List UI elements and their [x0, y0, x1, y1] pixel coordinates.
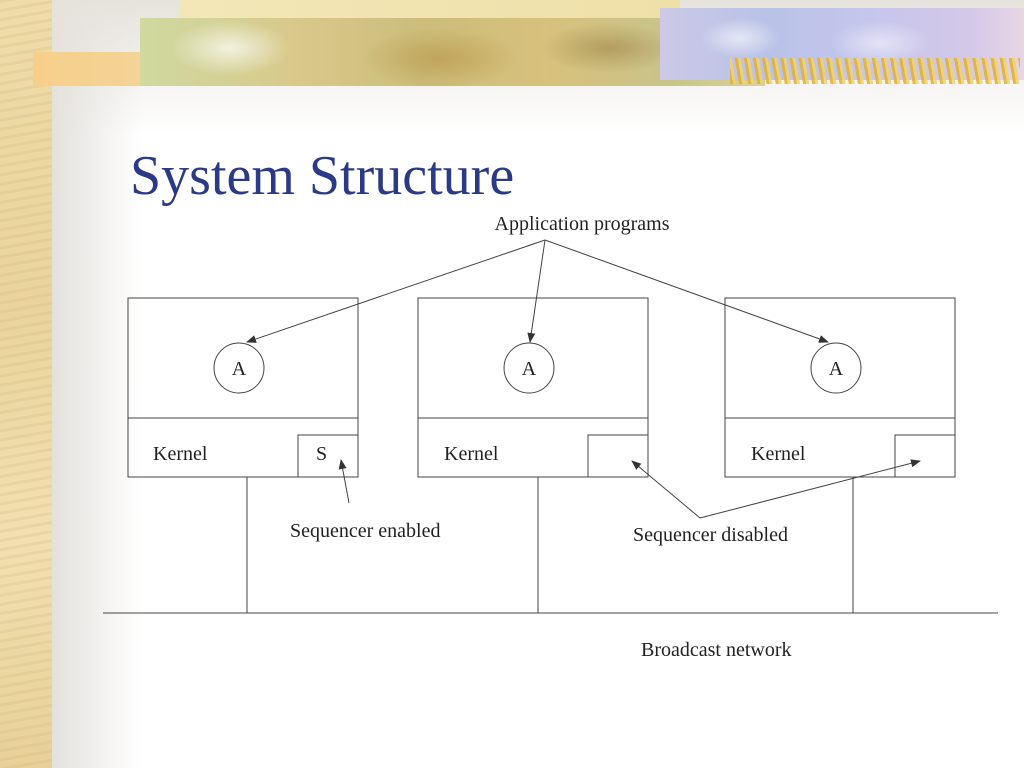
sequencer-disabled-arrow-1 — [631, 460, 701, 519]
sequencer-enabled-label: Sequencer enabled — [290, 520, 440, 542]
machine-1-kernel-label: Kernel — [153, 443, 208, 465]
app-arrow-3 — [544, 239, 829, 343]
left-decorative-strip — [0, 0, 52, 768]
machine-1-sequencer-box — [297, 434, 359, 478]
banner-grain-image — [730, 58, 1020, 84]
machine-3: A Kernel — [724, 297, 956, 478]
machine-3-kernel-label: Kernel — [751, 443, 806, 465]
machine-3-box — [724, 297, 956, 478]
machine-2: A Kernel — [417, 297, 649, 478]
machine-2-box — [417, 297, 649, 478]
sequencer-disabled-label: Sequencer disabled — [633, 524, 788, 546]
machine-2-process-label: A — [522, 358, 537, 380]
machine-3-process-circle — [810, 342, 862, 394]
application-programs-label: Application programs — [495, 213, 670, 235]
machine-1-process-circle — [213, 342, 265, 394]
machine-3-process-label: A — [829, 358, 844, 380]
machine-1: A Kernel S — [127, 297, 359, 478]
machine-3-sequencer-box — [894, 434, 956, 478]
slide-title: System Structure — [130, 145, 515, 207]
machine-1-box — [127, 297, 359, 478]
banner-top-band — [180, 0, 680, 20]
machine-2-kernel-label: Kernel — [444, 443, 499, 465]
sequencer-disabled-arrow-2 — [699, 459, 921, 519]
app-arrow-1 — [246, 239, 546, 343]
broadcast-network-label: Broadcast network — [641, 639, 792, 661]
machine-2-sequencer-box — [587, 434, 649, 478]
app-arrow-2 — [527, 239, 546, 343]
machine-2-process-circle — [503, 342, 555, 394]
sequencer-enabled-arrow — [338, 459, 350, 504]
machine-1-process-label: A — [232, 358, 247, 380]
machine-1-sequencer-label: S — [316, 443, 327, 465]
